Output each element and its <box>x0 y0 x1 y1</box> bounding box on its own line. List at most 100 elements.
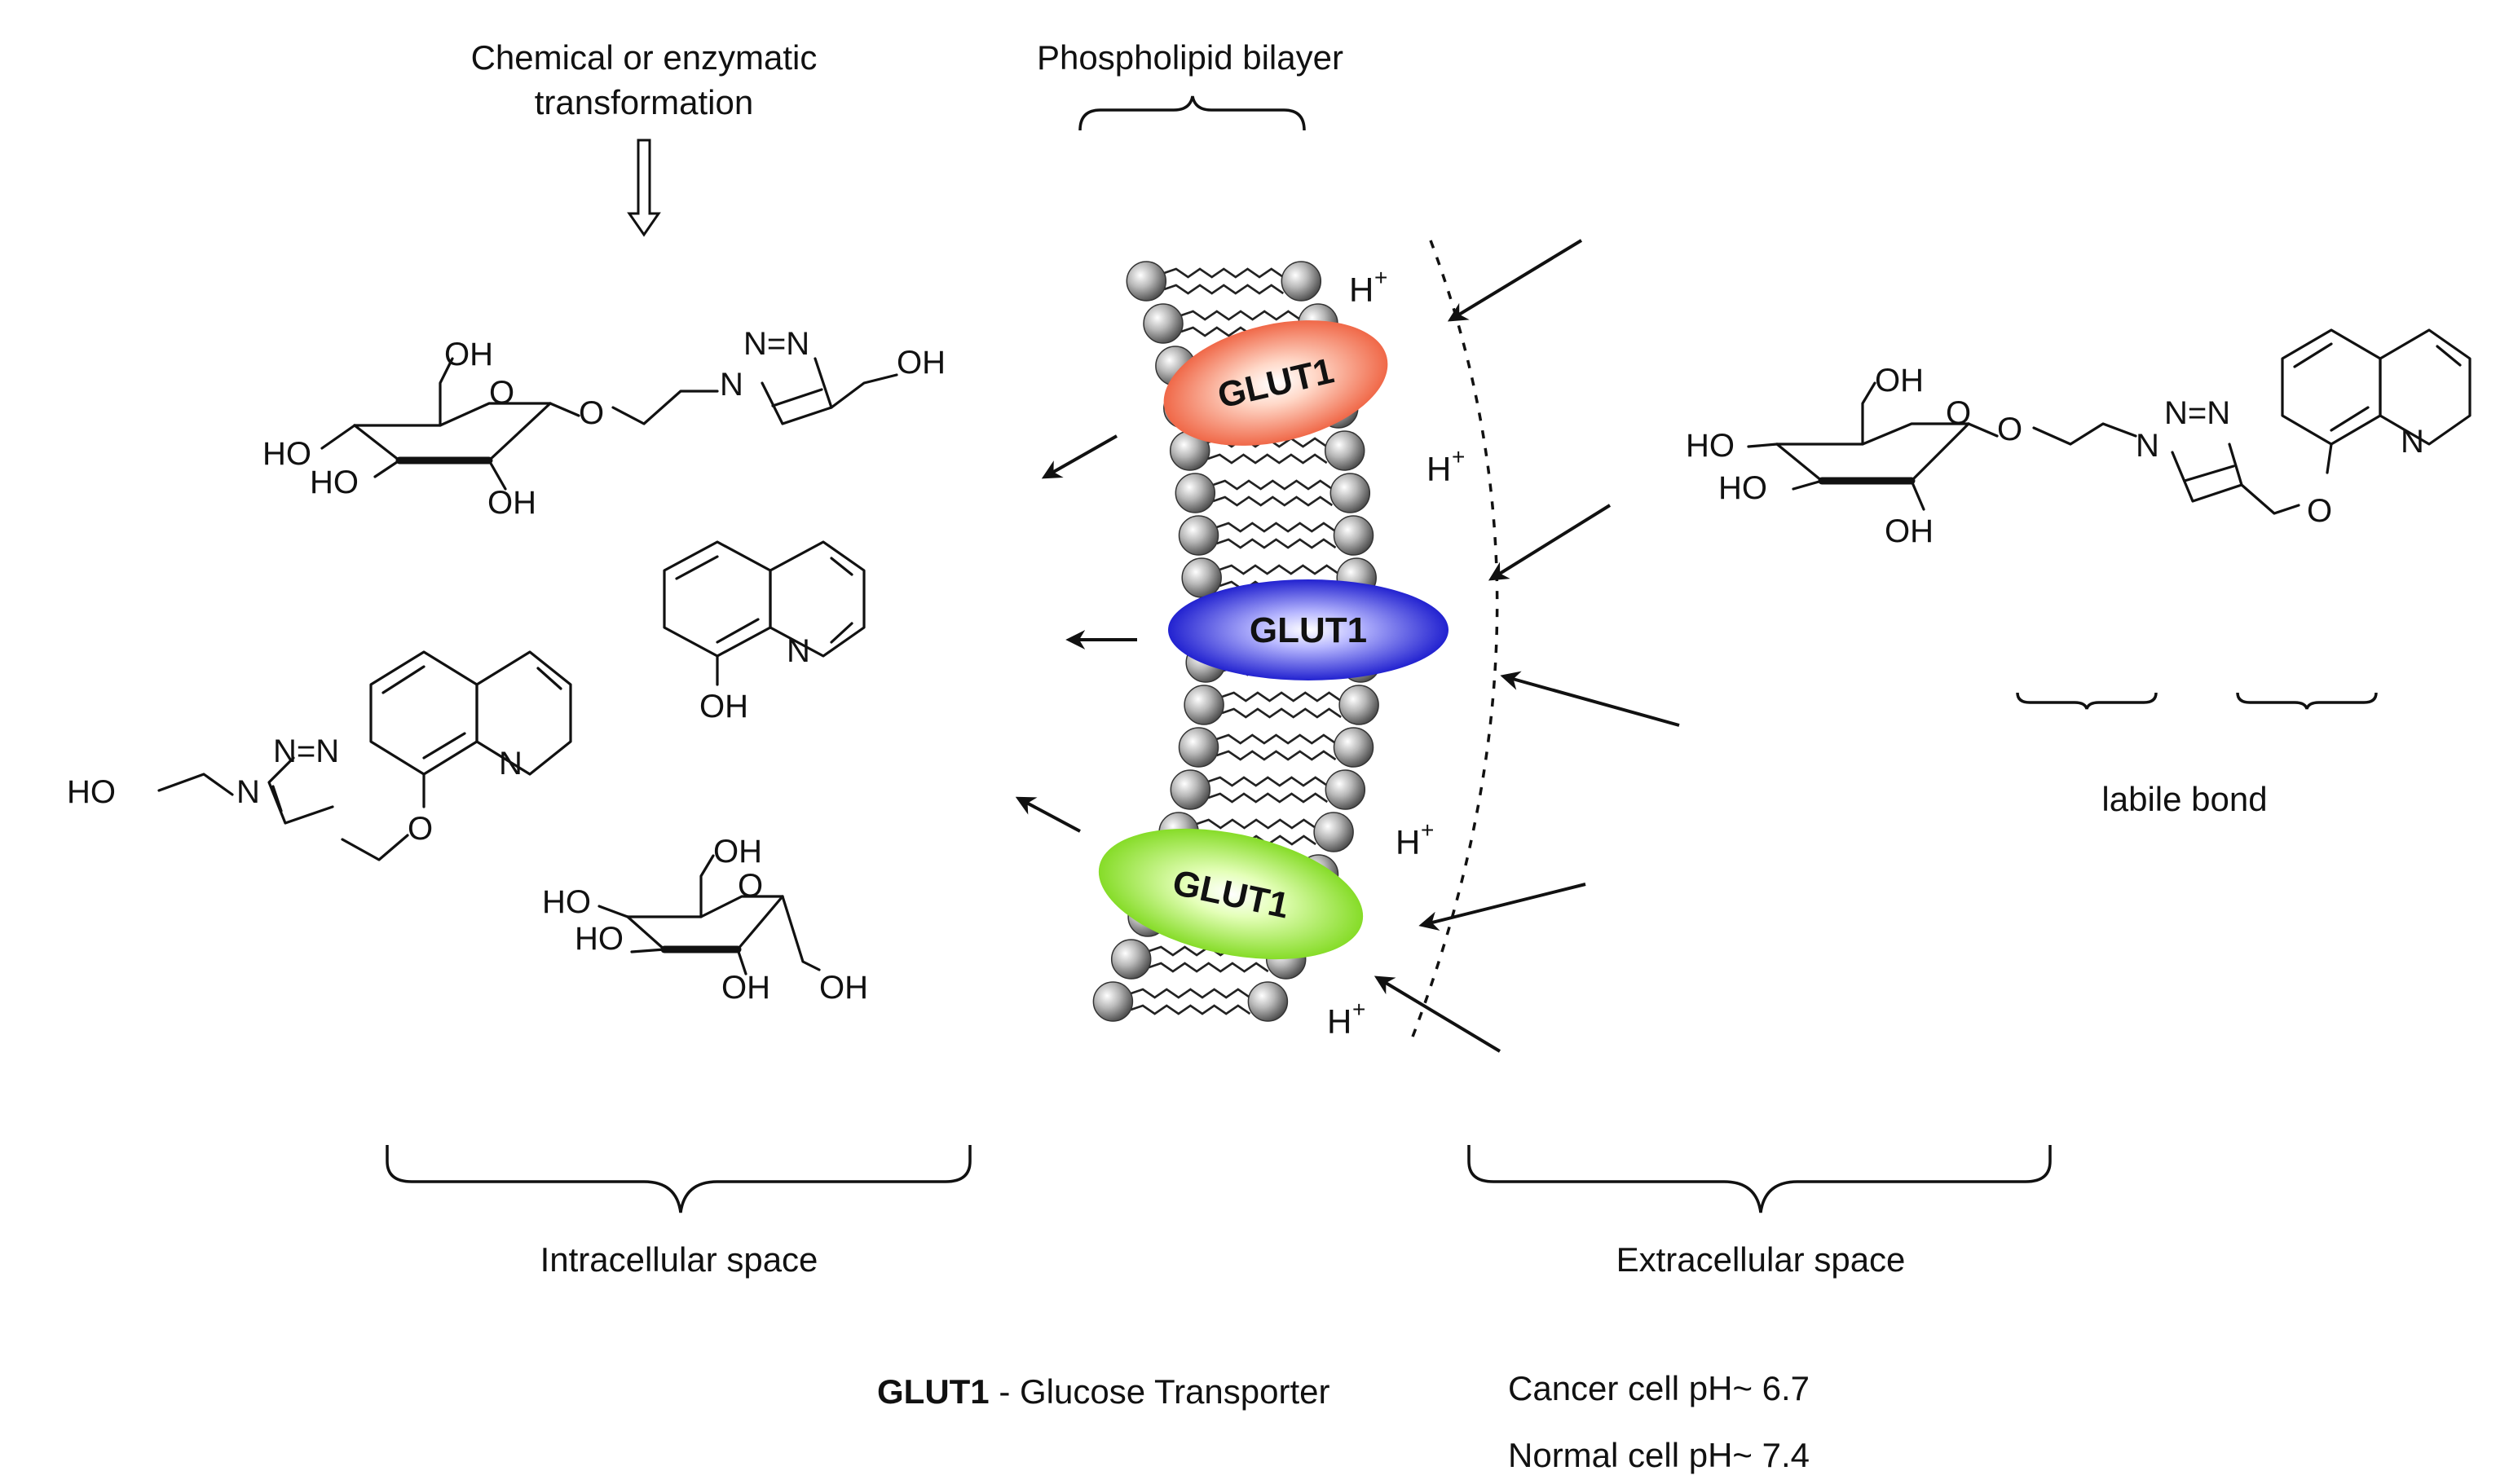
svg-text:H: H <box>1396 823 1420 861</box>
labile-bond-label: labile bond <box>2101 780 2267 818</box>
svg-text:OH: OH <box>819 970 868 1006</box>
svg-text:OH: OH <box>721 970 770 1006</box>
lipid-head <box>1126 261 1167 302</box>
hollow-down-arrow-icon <box>627 139 661 237</box>
svg-text:O: O <box>738 868 763 904</box>
lipid-tail <box>1216 733 1337 745</box>
extracellular-brace <box>1467 1145 2052 1213</box>
lipid-head <box>1247 981 1289 1022</box>
lipid-tail <box>1207 776 1329 787</box>
svg-text:OH: OH <box>444 337 493 372</box>
lipid-tail <box>1219 564 1339 575</box>
lipid-tail <box>1221 691 1342 702</box>
lipid-head <box>1178 727 1219 768</box>
lipid-tail <box>1207 453 1328 465</box>
lipid-head <box>1181 557 1222 598</box>
svg-text:O: O <box>579 395 604 431</box>
labile-bond-brace-right <box>2236 692 2378 710</box>
lipid-head <box>1170 769 1211 810</box>
svg-text:N: N <box>2401 424 2424 460</box>
incoming-arrows <box>1374 239 1680 1053</box>
lipid-tail <box>1163 267 1285 279</box>
glut1-label: GLUT1 <box>1250 610 1367 650</box>
legend-glut1: GLUT1 - Glucose Transporter <box>877 1372 1330 1411</box>
svg-text:HO: HO <box>542 884 591 920</box>
svg-text:+: + <box>1421 817 1434 843</box>
lipid-tail <box>1207 792 1329 804</box>
lipid-head <box>1184 685 1224 725</box>
outgoing-arrows <box>1015 434 1137 833</box>
svg-text:OH: OH <box>713 834 762 870</box>
lipid-head <box>1325 769 1366 810</box>
intracellular-label: Intracellular space <box>540 1240 818 1279</box>
lipid-tail <box>1216 522 1337 533</box>
svg-text:Chemical or enzymatic: Chemical or enzymatic <box>471 38 818 77</box>
svg-text:O: O <box>489 375 514 411</box>
lipid-head <box>1324 430 1365 471</box>
svg-text:O: O <box>2307 493 2332 529</box>
lipid-tail <box>1131 988 1251 999</box>
svg-text:H: H <box>1327 1002 1352 1041</box>
extracellular-label: Extracellular space <box>1616 1240 1906 1279</box>
glut1-transporter-top: GLUT1 <box>1163 320 1388 446</box>
lipid-head <box>1178 515 1219 556</box>
glycoconjugate-prodrug-molecule: OH HO HO OH O O N N=N O N <box>1686 328 2472 549</box>
proton-2: H + <box>1426 444 1465 488</box>
lipid-tail <box>1216 538 1337 549</box>
bilayer-brace <box>1078 95 1306 131</box>
hydroxyethyl-triazole-quinoline-molecule: N O N N=N HO <box>67 650 572 861</box>
lipid-head <box>1333 727 1374 768</box>
svg-text:N=N: N=N <box>743 326 809 362</box>
svg-text:OH: OH <box>1885 513 1934 549</box>
svg-text:OH: OH <box>1875 363 1924 399</box>
svg-text:transformation: transformation <box>535 83 753 121</box>
svg-text:+: + <box>1452 444 1465 469</box>
transformation-label: Chemical or enzymatic transformation <box>471 38 818 121</box>
lipid-head <box>1175 473 1216 513</box>
lipid-tail <box>1180 310 1301 321</box>
svg-text:H: H <box>1426 450 1451 488</box>
glut1-transporter-middle: GLUT1 <box>1168 579 1449 680</box>
lipid-tail <box>1149 962 1269 973</box>
glut1-transporter-bottom: GLUT1 <box>1098 828 1364 960</box>
lipid-tail <box>1212 495 1334 507</box>
proton-4: H + <box>1327 997 1365 1041</box>
cancer-ph-label: Cancer cell pH~ 6.7 <box>1508 1369 1810 1407</box>
normal-ph-label: Normal cell pH~ 7.4 <box>1508 1436 1810 1474</box>
svg-text:OH: OH <box>897 345 946 381</box>
svg-text:+: + <box>1374 265 1387 290</box>
intracellular-brace <box>386 1145 972 1213</box>
lipid-head <box>1329 473 1371 513</box>
lipid-head <box>1092 981 1134 1022</box>
lipid-head <box>1338 685 1379 725</box>
glucose-molecule: OH HO HO OH OH O <box>542 834 868 1006</box>
svg-text:N: N <box>2136 428 2159 464</box>
svg-text:N=N: N=N <box>2164 395 2230 431</box>
svg-text:N: N <box>787 633 810 669</box>
lipid-head <box>1110 939 1152 980</box>
lipid-tail <box>1216 750 1337 761</box>
lipid-tail <box>1163 284 1285 295</box>
8-hydroxyquinoline-molecule: N OH <box>663 540 866 724</box>
svg-text:HO: HO <box>262 436 311 472</box>
svg-text:OH: OH <box>487 485 536 521</box>
lipid-head <box>1333 515 1374 556</box>
lipid-head <box>1281 261 1322 302</box>
svg-text:HO: HO <box>67 774 116 810</box>
lipid-head <box>1143 303 1184 344</box>
lipid-tail <box>1196 818 1316 830</box>
lipid-head <box>1313 812 1354 852</box>
svg-text:N: N <box>720 367 743 403</box>
lipid-tail <box>1221 707 1342 719</box>
svg-text:HO: HO <box>575 921 624 957</box>
labile-bond-brace-left <box>2016 692 2158 710</box>
proton-1: H + <box>1349 265 1387 309</box>
svg-text:N: N <box>499 746 523 782</box>
glucose-triazole-methanol-molecule: OH HO HO OH O O N N=N OH <box>262 326 946 521</box>
svg-text:O: O <box>1997 412 2022 447</box>
svg-text:H: H <box>1349 271 1374 309</box>
proton-3: H + <box>1396 817 1434 861</box>
svg-text:HO: HO <box>1718 470 1767 506</box>
svg-text:O: O <box>1946 395 1971 431</box>
